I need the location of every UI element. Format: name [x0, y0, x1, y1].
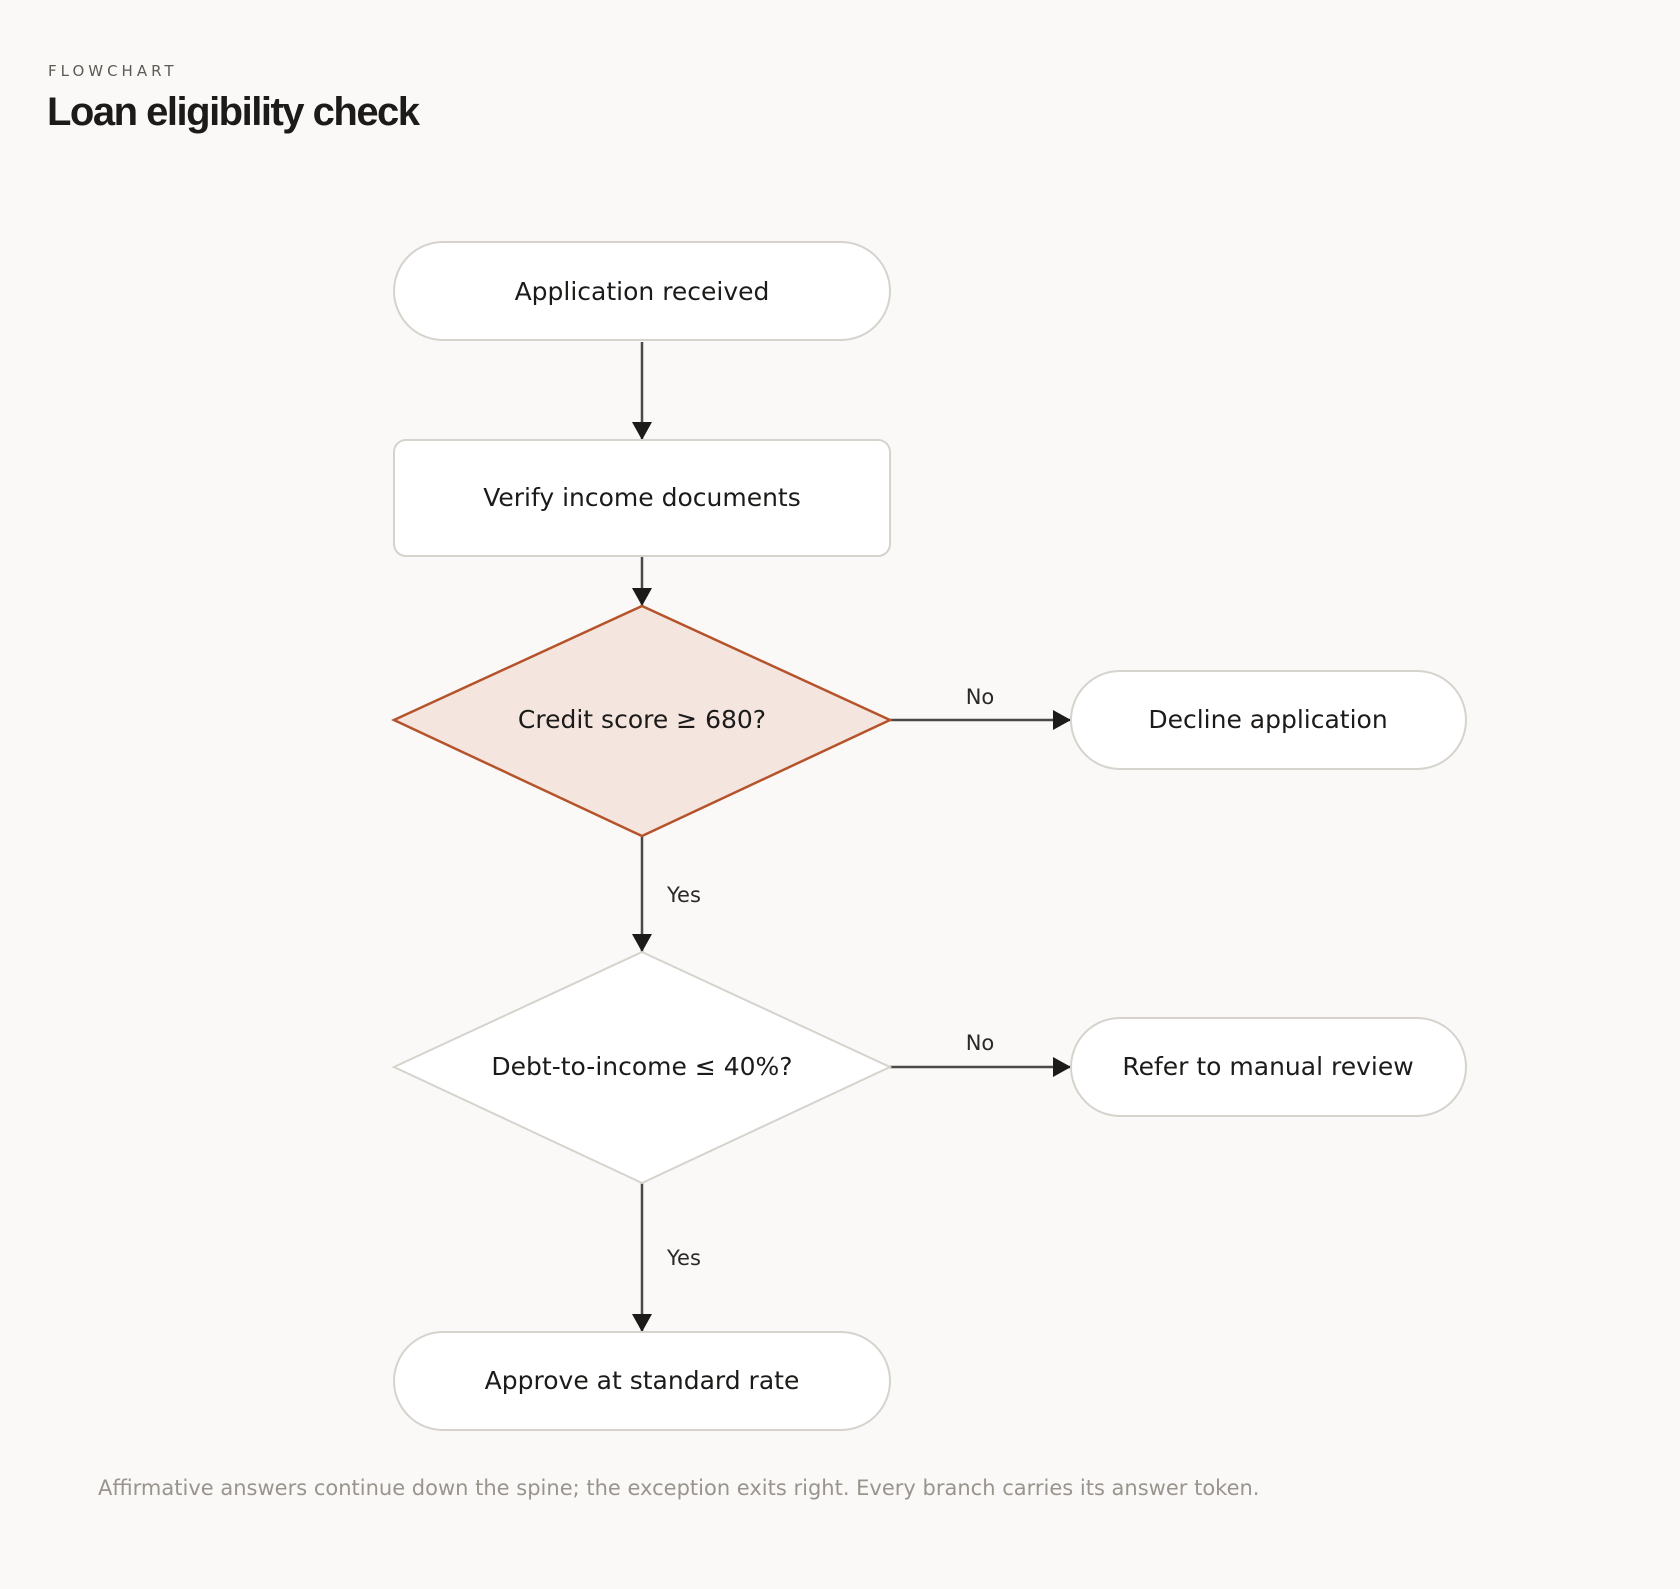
node-approve-label: Approve at standard rate: [485, 1366, 800, 1395]
decision-credit: Credit score ≥ 680?: [391, 604, 893, 838]
page-title: Loan eligibility check: [47, 90, 420, 134]
node-verify-label: Verify income documents: [483, 483, 801, 512]
edges: [632, 342, 1071, 1332]
node-decline-label: Decline application: [1148, 705, 1387, 734]
decision-dti: Debt-to-income ≤ 40%?: [391, 950, 893, 1185]
node-start-label: Application received: [515, 277, 770, 306]
edge-label-dti-yes: Yes: [666, 1246, 701, 1270]
node-verify: Verify income documents: [393, 439, 891, 557]
node-decline: Decline application: [1070, 670, 1467, 770]
node-review: Refer to manual review: [1070, 1017, 1467, 1117]
footnote: Affirmative answers continue down the sp…: [98, 1476, 1260, 1500]
node-approve: Approve at standard rate: [393, 1331, 891, 1431]
edge-label-dti-no: No: [966, 1031, 995, 1055]
node-review-label: Refer to manual review: [1122, 1052, 1413, 1081]
edge-label-credit-no: No: [966, 685, 995, 709]
decision-dti-label: Debt-to-income ≤ 40%?: [491, 1052, 792, 1081]
edge-label-credit-yes: Yes: [666, 883, 701, 907]
diagram-type-label: FLOWCHART: [48, 62, 178, 80]
decision-credit-label: Credit score ≥ 680?: [518, 705, 766, 734]
node-start: Application received: [393, 241, 891, 341]
